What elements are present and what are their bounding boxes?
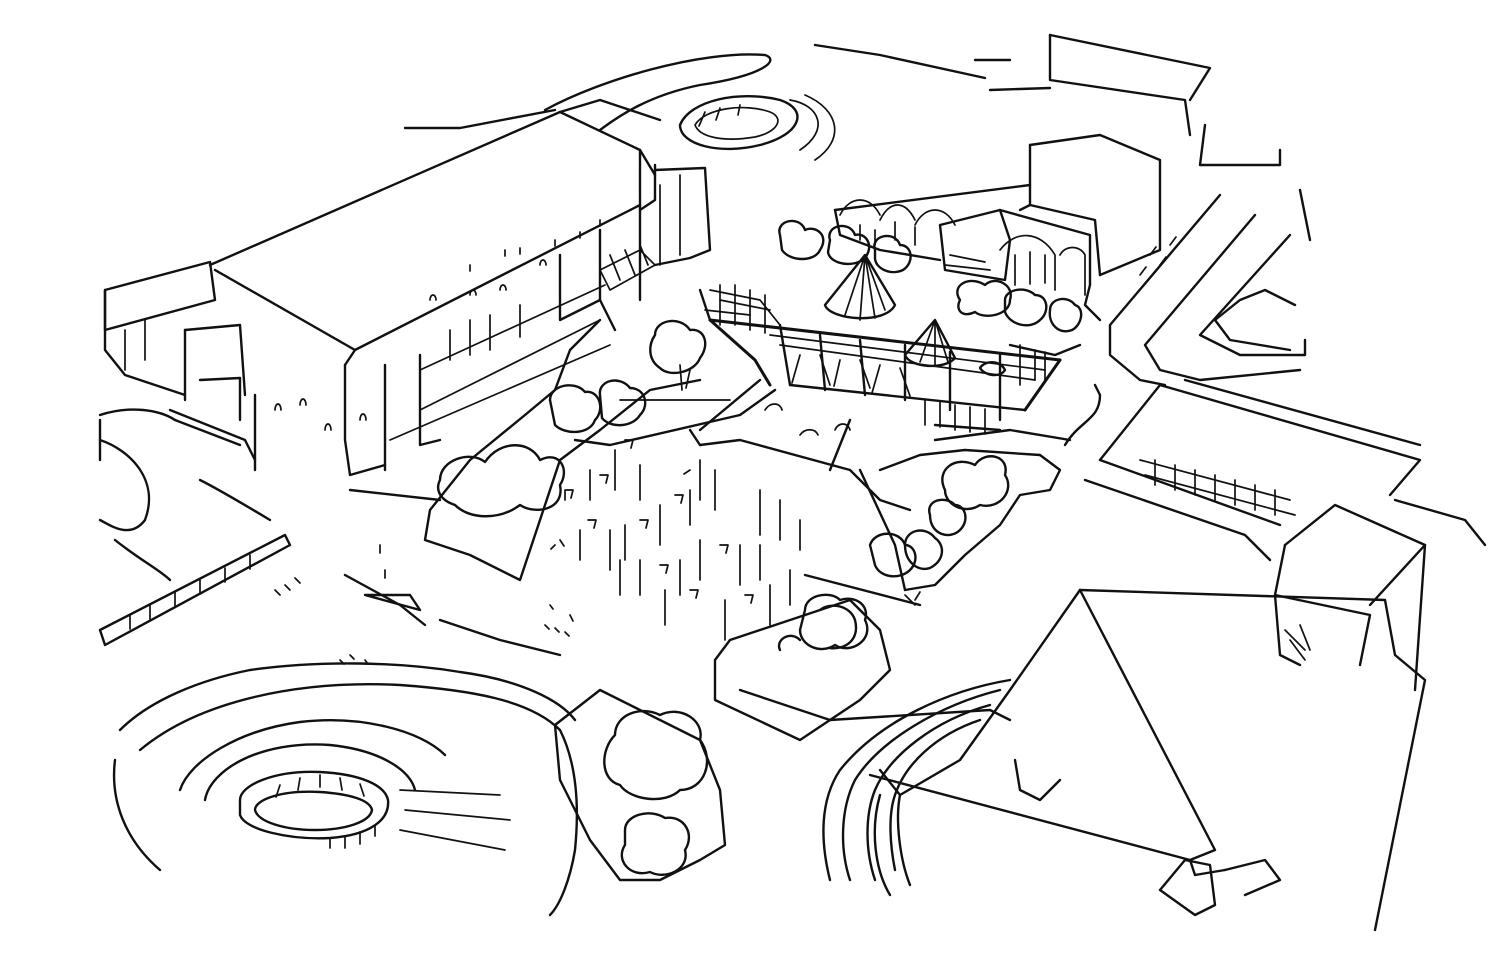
left-garden-bed: [423, 318, 777, 582]
bottom-left-amphitheater: [112, 654, 579, 917]
right-garden-bed: [803, 383, 1102, 607]
central-canopy: [698, 284, 1082, 435]
right-roads: [1108, 188, 1422, 447]
cone-pavilions: [823, 253, 957, 368]
lower-trees: [553, 688, 727, 882]
long-hall-building: [103, 98, 712, 477]
right-block-building: [1083, 383, 1487, 692]
top-oval-object: [543, 53, 836, 161]
canopy-trees: [649, 219, 1083, 391]
left-roads: [98, 408, 574, 657]
bottom-right-pyramid: [822, 588, 1427, 932]
top-right-block: [813, 33, 1282, 277]
arched-buildings-row: [833, 183, 1102, 322]
central-plaza-flags: [549, 378, 912, 641]
lower-lawn: [713, 593, 1012, 742]
